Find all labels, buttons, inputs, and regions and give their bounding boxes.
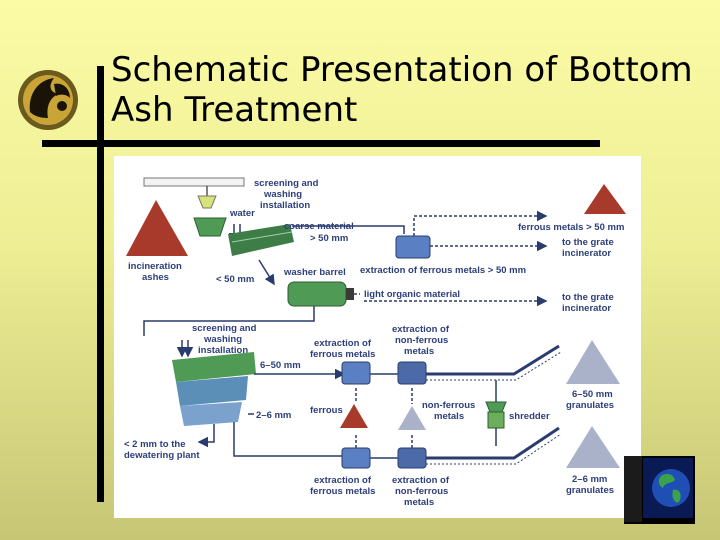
ferrous-gt50-pile bbox=[584, 184, 626, 214]
label-6-50mm: 6–50 mm bbox=[260, 360, 301, 371]
label-shredder: shredder bbox=[509, 411, 550, 422]
label-lt50: < 50 mm bbox=[216, 274, 254, 285]
label-ferrous-gt50: ferrous metals > 50 mm bbox=[518, 222, 624, 233]
label-nonferrous-1: non-ferrous bbox=[422, 400, 475, 411]
nonferrous-separator-mid bbox=[397, 361, 427, 385]
ferrous-magnet-bottom bbox=[341, 447, 371, 469]
corner-decoration-bar bbox=[624, 456, 642, 522]
label-extraction-nonferrous-bottom-1: extraction of bbox=[392, 475, 450, 486]
slide-title-line-1: Schematic Presentation of Bottom bbox=[111, 50, 693, 90]
label-granulates-6-50-1: 6–50 mm bbox=[572, 389, 613, 400]
top-feed-conveyor bbox=[143, 177, 245, 187]
nonferrous-pile bbox=[398, 406, 426, 430]
label-screening-top-3: installation bbox=[260, 200, 310, 211]
label-extraction-nonferrous-mid-2: non-ferrous bbox=[395, 335, 448, 346]
label-extraction-nonferrous-mid-1: extraction of bbox=[392, 324, 450, 335]
label-screening-top-2: washing bbox=[263, 189, 302, 200]
label-extraction-nonferrous-bottom-3: metals bbox=[404, 497, 434, 508]
bottom-ash-schematic: incineration ashes screening and washing… bbox=[114, 156, 641, 518]
label-nonferrous-2: metals bbox=[434, 411, 464, 422]
label-extraction-ferrous-mid-1: extraction of bbox=[314, 338, 372, 349]
label-screening-mid-1: screening and bbox=[192, 323, 257, 334]
nonferrous-separator-bottom bbox=[397, 447, 427, 469]
slide-title-line-2: Ash Treatment bbox=[111, 90, 358, 130]
label-granulates-6-50-2: granulates bbox=[566, 400, 614, 411]
label-to-grate-1a: to the grate bbox=[562, 237, 614, 248]
label-screening-mid-3: installation bbox=[198, 345, 248, 356]
mid-screen-deck-2 bbox=[176, 376, 248, 406]
label-granulates-2-6-2: granulates bbox=[566, 485, 614, 496]
shredder bbox=[487, 411, 505, 429]
granulates-2-6-pile bbox=[566, 426, 620, 468]
label-to-grate-1b: incinerator bbox=[562, 248, 611, 259]
title-vertical-rule bbox=[97, 66, 104, 502]
mid-screen-deck-3 bbox=[180, 402, 242, 426]
label-extraction-nonferrous-bottom-2: non-ferrous bbox=[395, 486, 448, 497]
ferrous-pile bbox=[340, 404, 368, 428]
label-to-grate-2b: incinerator bbox=[562, 303, 611, 314]
label-extraction-ferrous-gt50: extraction of ferrous metals > 50 mm bbox=[360, 265, 526, 276]
incineration-ashes-pile bbox=[126, 200, 188, 256]
feed-hopper bbox=[193, 217, 227, 237]
label-screening-top-1: screening and bbox=[254, 178, 319, 189]
label-ferrous: ferrous bbox=[310, 405, 343, 416]
label-water: water bbox=[229, 208, 255, 219]
label-to-grate-2a: to the grate bbox=[562, 292, 614, 303]
slide-title: Schematic Presentation of Bottom Ash Tre… bbox=[111, 50, 711, 130]
washer-barrel bbox=[287, 281, 347, 307]
magnet-separator-gt50 bbox=[395, 235, 431, 259]
label-screening-mid-2: washing bbox=[203, 334, 242, 345]
label-extraction-ferrous-bottom-2: ferrous metals bbox=[310, 486, 375, 497]
label-extraction-nonferrous-mid-3: metals bbox=[404, 346, 434, 357]
label-granulates-2-6-1: 2–6 mm bbox=[572, 474, 607, 485]
label-lt2-2: dewatering plant bbox=[124, 450, 200, 461]
title-horizontal-rule bbox=[42, 140, 600, 147]
label-coarse-2: > 50 mm bbox=[310, 233, 348, 244]
label-extraction-ferrous-bottom-1: extraction of bbox=[314, 475, 372, 486]
mid-screen-deck-1 bbox=[172, 352, 256, 382]
granulates-6-50-pile bbox=[566, 340, 620, 384]
label-lt2-1: < 2 mm to the bbox=[124, 439, 186, 450]
label-incineration-ashes-2: ashes bbox=[142, 272, 169, 283]
globe-icon bbox=[643, 458, 693, 518]
label-incineration-ashes-1: incineration bbox=[128, 261, 182, 272]
shredder-hopper bbox=[485, 401, 507, 413]
ferrous-magnet-mid bbox=[341, 361, 371, 385]
label-washer-barrel: washer barrel bbox=[283, 267, 346, 278]
label-extraction-ferrous-mid-2: ferrous metals bbox=[310, 349, 375, 360]
label-light-organic: light organic material bbox=[364, 289, 460, 300]
label-2-6mm: 2–6 mm bbox=[256, 410, 291, 421]
water-spray-nozzle bbox=[197, 195, 217, 209]
ucf-pegasus-logo bbox=[18, 70, 78, 130]
top-vibrating-screen bbox=[228, 224, 294, 256]
